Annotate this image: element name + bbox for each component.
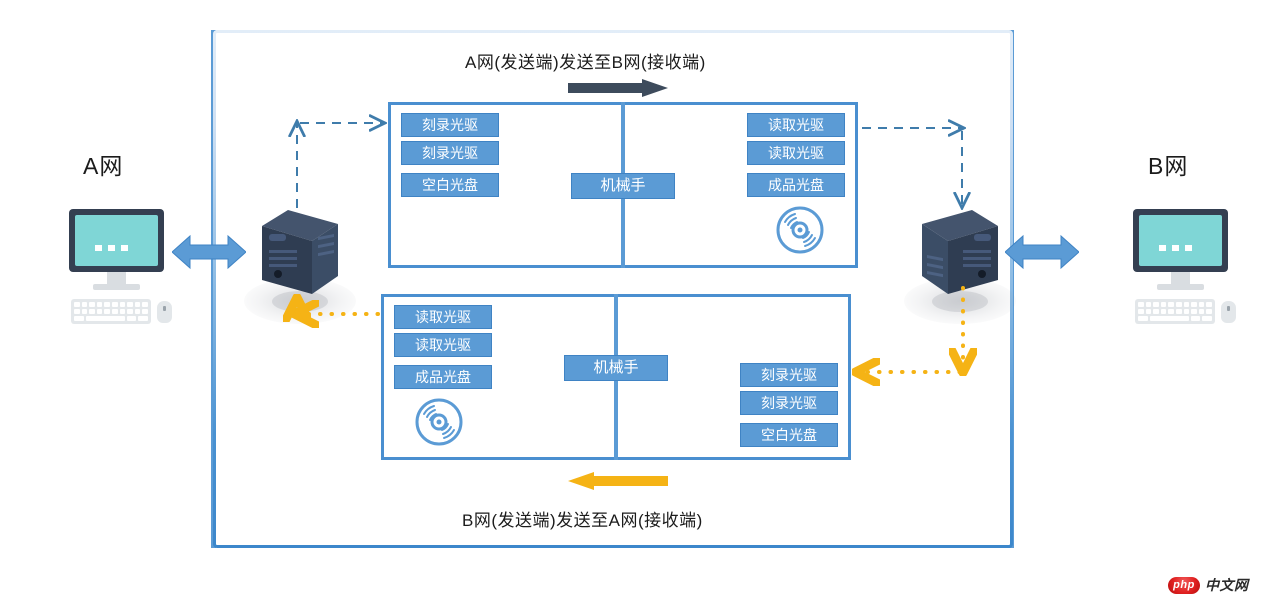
reverse-direction-arrow xyxy=(568,472,668,497)
caption-reverse: B网(发送端)发送至A网(接收端) xyxy=(462,511,703,530)
watermark-text: 中文网 xyxy=(1205,577,1249,593)
monitor-stand-neck xyxy=(107,272,126,285)
caption-forward: A网(发送端)发送至B网(接收端) xyxy=(465,53,706,72)
right-boundary-bar xyxy=(1009,30,1014,548)
site-watermark: php 中文网 xyxy=(1168,575,1249,595)
bottom-left-tag-2: 读取光驱 xyxy=(394,333,492,357)
bottom-machine-unit: 读取光驱 读取光驱 成品光盘 机械手 刻录光驱 刻录光驱 空白光盘 xyxy=(381,294,851,460)
top-right-tag-3: 成品光盘 xyxy=(747,173,845,197)
bottom-left-tag-1: 读取光驱 xyxy=(394,305,492,329)
monitor-screen xyxy=(1139,215,1222,266)
monitor-stand-base xyxy=(1157,284,1204,290)
link-arrow-b xyxy=(1004,232,1080,277)
top-right-tag-1: 读取光驱 xyxy=(747,113,845,137)
top-left-tag-2: 刻录光驱 xyxy=(401,141,499,165)
bottom-right-tag-1: 刻录光驱 xyxy=(740,363,838,387)
bottom-right-tag-2: 刻录光驱 xyxy=(740,391,838,415)
top-left-tag-1: 刻录光驱 xyxy=(401,113,499,137)
top-right-tag-2: 读取光驱 xyxy=(747,141,845,165)
screen-content-dots xyxy=(1159,245,1192,251)
top-left-tag-3: 空白光盘 xyxy=(401,173,499,197)
top-machine-unit: 刻录光驱 刻录光驱 空白光盘 机械手 读取光驱 读取光驱 成品光盘 xyxy=(388,102,858,268)
php-logo-badge: php xyxy=(1168,576,1200,594)
left-boundary-bar xyxy=(211,30,216,548)
monitor-stand-base xyxy=(93,284,140,290)
workstation-b xyxy=(1133,209,1243,324)
forward-direction-arrow xyxy=(568,79,668,104)
server-a xyxy=(244,210,356,324)
network-label-b: B网 xyxy=(1148,153,1189,179)
monitor-bezel xyxy=(1133,209,1228,272)
monitor-screen xyxy=(75,215,158,266)
top-robot-arm-label: 机械手 xyxy=(571,173,675,199)
link-arrow-a xyxy=(171,232,247,277)
mouse-icon xyxy=(157,301,172,323)
screen-content-dots xyxy=(95,245,128,251)
mouse-icon xyxy=(1221,301,1236,323)
bottom-right-tag-3: 空白光盘 xyxy=(740,423,838,447)
server-shadow xyxy=(904,278,1016,324)
network-label-a: A网 xyxy=(83,153,124,179)
monitor-bezel xyxy=(69,209,164,272)
monitor-stand-neck xyxy=(1171,272,1190,285)
server-b xyxy=(904,210,1016,324)
keyboard-icon xyxy=(1135,299,1215,324)
finished-disc-icon xyxy=(414,397,464,447)
bottom-robot-arm-label: 机械手 xyxy=(564,355,668,381)
bottom-left-tag-3: 成品光盘 xyxy=(394,365,492,389)
finished-disc-icon xyxy=(775,205,825,255)
keyboard-icon xyxy=(71,299,151,324)
workstation-a xyxy=(69,209,179,324)
